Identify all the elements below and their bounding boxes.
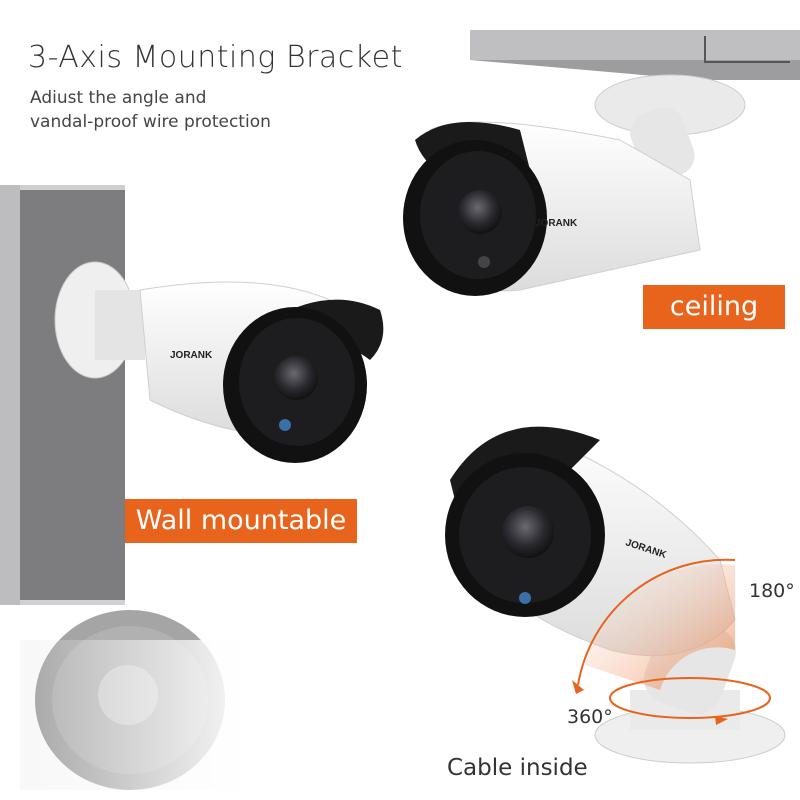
- wall-mountable-label: Wall mountable: [125, 499, 357, 543]
- brand-wall: JORANK: [170, 350, 213, 361]
- brand-ceiling: JORANK: [535, 218, 578, 229]
- subtitle-line-1: Adiust the angle and: [30, 88, 207, 108]
- page-title: 3-Axis Mounting Bracket: [28, 40, 403, 75]
- wall-column: [0, 185, 125, 605]
- subtitle-line-2: vandal-proof wire protection: [30, 112, 271, 132]
- rotation-camera: [445, 426, 786, 764]
- ceiling-camera: [403, 74, 746, 296]
- wall-camera: [54, 261, 384, 463]
- ceiling-slab: [470, 30, 800, 80]
- ceiling-label: ceiling: [643, 285, 785, 329]
- pan-degree-label: 360°: [567, 706, 613, 728]
- cable-inside-label: Cable inside: [447, 755, 588, 781]
- tilt-degree-label: 180°: [749, 580, 795, 602]
